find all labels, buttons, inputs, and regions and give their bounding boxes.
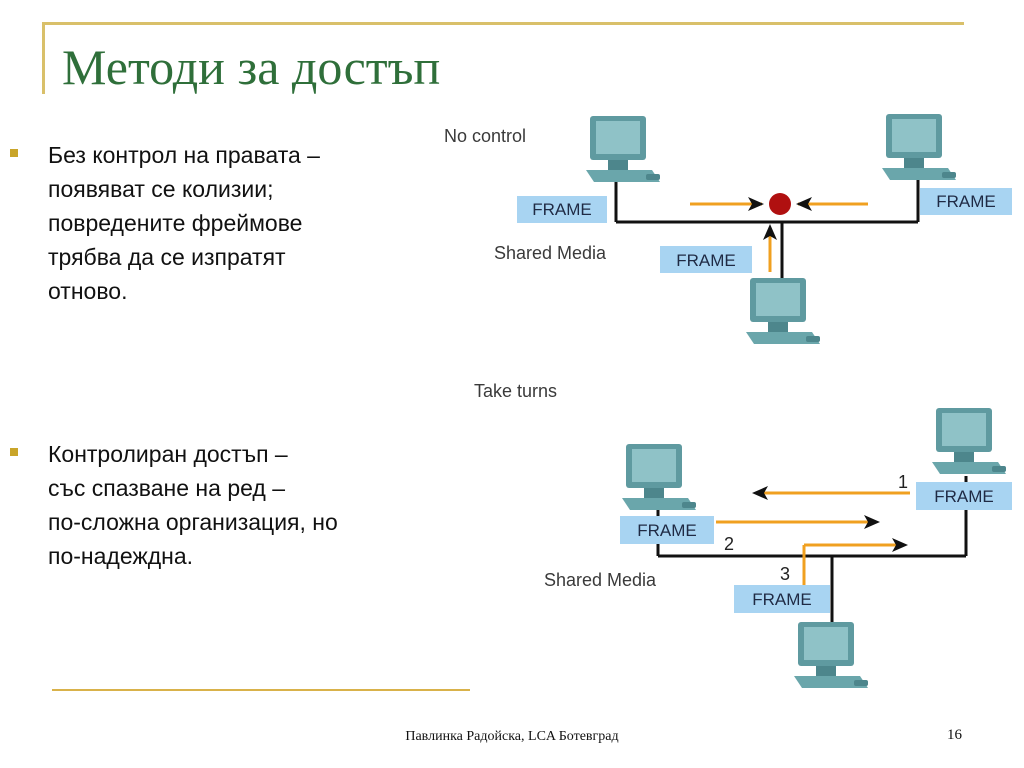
title-left-rule bbox=[42, 22, 45, 94]
arrow-head-icon bbox=[864, 515, 880, 529]
diagram-no-control: No control FRAME FRAME FRAME Shared Medi… bbox=[444, 114, 1012, 344]
frame-label: FRAME bbox=[934, 487, 994, 506]
computer-icon bbox=[622, 444, 696, 510]
computer-icon bbox=[746, 278, 820, 344]
arrow-head-icon bbox=[748, 197, 764, 211]
frame-label: FRAME bbox=[936, 192, 996, 211]
step-number: 2 bbox=[724, 534, 734, 554]
arrow-head-icon bbox=[892, 538, 908, 552]
bullet-text: Без контрол на правата – появяват се кол… bbox=[48, 142, 320, 304]
title-top-rule bbox=[42, 22, 964, 25]
computer-icon bbox=[932, 408, 1006, 474]
slide-title: Методи за достъп bbox=[62, 39, 441, 95]
step-number: 1 bbox=[898, 472, 908, 492]
frame-label: FRAME bbox=[752, 590, 812, 609]
diagram-bottom-label: Take turns bbox=[474, 381, 557, 401]
frame-label: FRAME bbox=[637, 521, 697, 540]
arrow-head-icon bbox=[763, 224, 777, 240]
footer-text: Павлинка Радойска, LCA Ботевград bbox=[405, 729, 619, 744]
computer-icon bbox=[794, 622, 868, 688]
bullet-marker-icon bbox=[10, 149, 18, 157]
bullet-marker-icon bbox=[10, 448, 18, 456]
footer-rule bbox=[52, 689, 470, 691]
page-number: 16 bbox=[947, 727, 962, 743]
frame-label: FRAME bbox=[532, 200, 592, 219]
frame-label: FRAME bbox=[676, 251, 736, 270]
collision-icon bbox=[769, 193, 791, 215]
bullet-text: Контролиран достъп – със спазване на ред… bbox=[48, 441, 338, 569]
arrow-head-icon bbox=[796, 197, 812, 211]
shared-media-label: Shared Media bbox=[544, 570, 657, 590]
arrow-head-icon bbox=[752, 486, 768, 500]
diagram-take-turns: Take turns FRAME FRAME FRAME Shared Medi… bbox=[474, 381, 1012, 688]
shared-media-label: Shared Media bbox=[494, 243, 607, 263]
diagram-top-label: No control bbox=[444, 126, 526, 146]
computer-icon bbox=[586, 116, 660, 182]
step-number: 3 bbox=[780, 564, 790, 584]
computer-icon bbox=[882, 114, 956, 180]
